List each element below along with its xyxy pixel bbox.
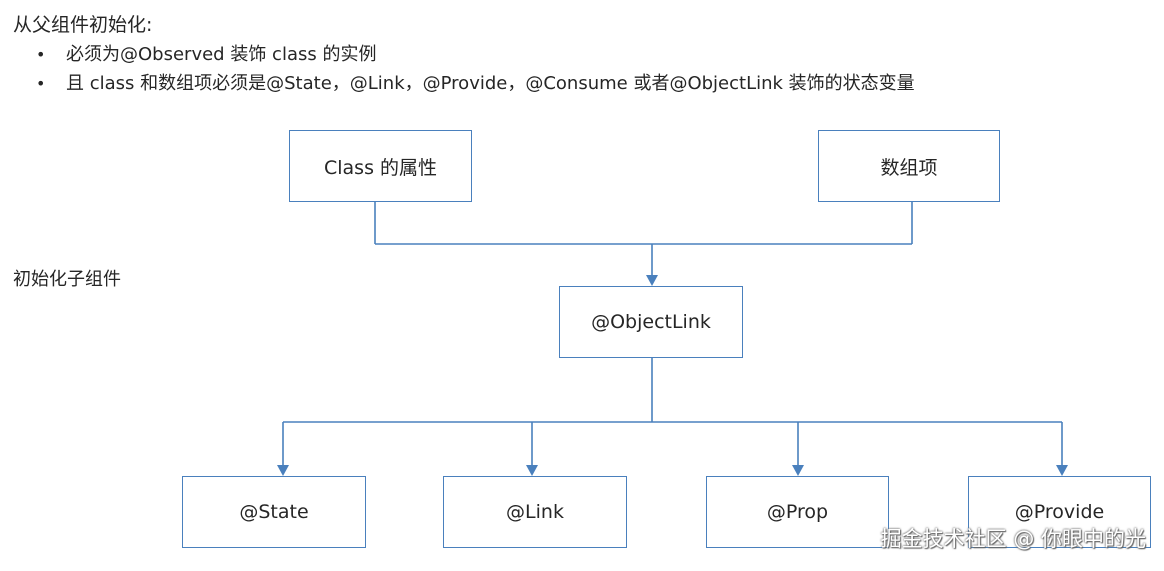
state-box: @State [182,476,366,548]
provide-box: @Provide [968,476,1151,548]
link-box: @Link [443,476,627,548]
bullet-item: • 必须为@Observed 装饰 class 的实例 [36,40,915,69]
arrowhead-objectlink [646,275,658,286]
array-item-label: 数组项 [880,156,938,179]
bullet-item: • 且 class 和数组项必须是@State，@Link，@Provide，@… [36,69,915,98]
object-link-label: @ObjectLink [591,311,711,333]
bullet-text: 且 class 和数组项必须是@State，@Link，@Provide，@Co… [66,73,915,94]
class-property-box: Class 的属性 [289,130,472,202]
heading: 从父组件初始化: [13,14,153,36]
prop-label: @Prop [766,501,829,523]
side-label: 初始化子组件 [13,269,121,290]
prop-box: @Prop [706,476,889,548]
link-label: @Link [506,501,564,523]
class-property-label: Class 的属性 [323,156,438,179]
provide-label: @Provide [1014,501,1105,523]
bullet-text: 必须为@Observed 装饰 class 的实例 [66,44,377,65]
state-label: @State [239,501,309,523]
arrowhead-state [277,465,289,476]
watermark: 掘金技术社区 @ 你眼中的光 [880,527,1146,551]
bullet-dot: • [36,74,46,93]
arrowhead-link [526,465,538,476]
bullet-list: • 必须为@Observed 装饰 class 的实例 • 且 class 和数… [36,40,915,98]
arrowhead-provide [1056,465,1068,476]
bullet-dot: • [36,45,46,64]
array-item-box: 数组项 [818,130,1000,202]
arrowhead-prop [792,465,804,476]
object-link-box: @ObjectLink [559,286,743,358]
